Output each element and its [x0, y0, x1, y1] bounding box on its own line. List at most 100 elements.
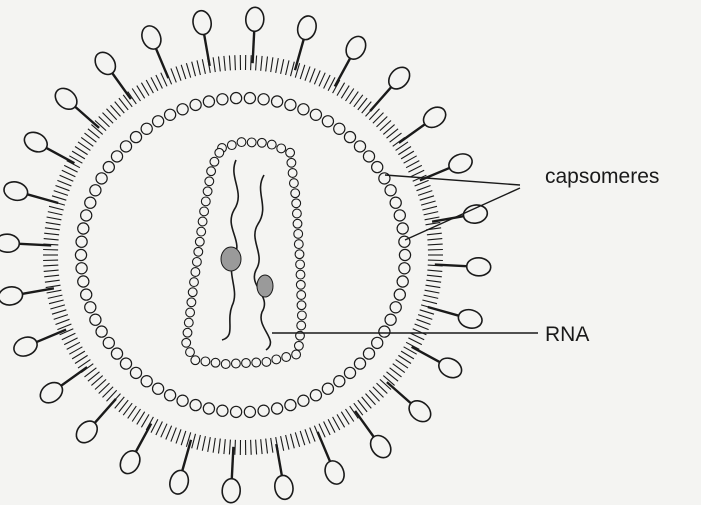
core-capsomere: [195, 237, 204, 246]
core-capsomere: [237, 138, 246, 147]
core-capsomere: [296, 270, 305, 279]
capsomere: [231, 93, 242, 104]
core-capsomere: [221, 360, 230, 369]
capsomere: [103, 337, 114, 348]
capsomere: [190, 400, 201, 411]
core-capsomere: [194, 247, 203, 256]
capsomere: [344, 132, 355, 143]
capsomere: [203, 96, 214, 107]
capsomere: [96, 173, 107, 184]
capsomere: [354, 358, 365, 369]
capsomere: [379, 326, 390, 337]
spike-knob: [222, 478, 241, 503]
capsomere: [165, 109, 176, 120]
capsomere: [217, 94, 228, 105]
capsomere: [344, 367, 355, 378]
capsomere: [75, 249, 86, 260]
core-capsomere: [258, 138, 267, 147]
capsomere: [397, 223, 408, 234]
capsomere: [111, 151, 122, 162]
core-capsomere: [272, 355, 281, 364]
envelope-hatch: [235, 440, 236, 455]
capsomere: [244, 93, 255, 104]
capsomere: [231, 406, 242, 417]
capsomere: [111, 348, 122, 359]
rna-label: RNA: [545, 323, 589, 346]
core-capsomere: [297, 321, 306, 330]
capsomere: [190, 99, 201, 110]
core-capsomere: [201, 357, 210, 366]
envelope-hatch: [235, 55, 236, 70]
core-capsomere: [227, 141, 236, 150]
core-capsomere: [296, 260, 305, 269]
enzyme-granule: [221, 247, 241, 271]
core-capsomere: [293, 219, 302, 228]
core-capsomere: [215, 148, 224, 157]
capsomere: [363, 348, 374, 359]
capsomere: [96, 326, 107, 337]
capsomere: [298, 395, 309, 406]
core-capsomere: [277, 144, 286, 153]
core-capsomere: [200, 207, 209, 216]
core-capsomere: [207, 167, 216, 176]
capsomere: [203, 403, 214, 414]
core-capsomere: [292, 199, 301, 208]
capsomere: [363, 151, 374, 162]
capsomere: [165, 390, 176, 401]
capsomere: [394, 289, 405, 300]
capsomere: [310, 390, 321, 401]
capsomere: [244, 406, 255, 417]
core-capsomere: [232, 359, 241, 368]
core-capsomere: [197, 227, 206, 236]
capsomere: [390, 197, 401, 208]
core-capsomere: [184, 318, 193, 327]
core-capsomere: [193, 258, 202, 267]
capsomere: [334, 376, 345, 387]
capsomere: [78, 223, 89, 234]
core-capsomere: [262, 358, 271, 367]
core-capsomere: [210, 157, 219, 166]
capsomere: [372, 337, 383, 348]
spike-knob: [466, 257, 491, 276]
core-capsomere: [295, 250, 304, 259]
core-capsomere: [191, 356, 200, 365]
core-capsomere: [183, 328, 192, 337]
core-capsomere: [297, 291, 306, 300]
capsomere: [379, 173, 390, 184]
core-capsomere: [294, 240, 303, 249]
capsomere: [272, 403, 283, 414]
core-capsomere: [287, 158, 296, 167]
core-capsomere: [198, 217, 207, 226]
core-capsomere: [282, 353, 291, 362]
spike-stalk: [232, 447, 234, 481]
envelope-hatch: [251, 440, 252, 455]
core-capsomere: [291, 189, 300, 198]
core-capsomere: [267, 140, 276, 149]
capsomere: [322, 116, 333, 127]
core-capsomere: [298, 311, 307, 320]
capsomere: [385, 185, 396, 196]
core-capsomere: [182, 338, 191, 347]
capsomere: [153, 116, 164, 127]
core-capsomere: [288, 169, 297, 178]
capsomere: [310, 109, 321, 120]
capsomere: [322, 383, 333, 394]
envelope-hatch: [251, 55, 252, 70]
core-capsomere: [186, 308, 195, 317]
capsomere: [76, 236, 87, 247]
capsomeres-label: capsomeres: [545, 165, 659, 188]
core-capsomere: [188, 288, 197, 297]
core-capsomere: [294, 230, 303, 239]
capsomere: [177, 104, 188, 115]
core-capsomere: [187, 298, 196, 307]
capsomere: [130, 367, 141, 378]
capsomere: [217, 405, 228, 416]
capsomere: [85, 302, 96, 313]
core-capsomere: [201, 197, 210, 206]
enzyme-granule: [257, 275, 273, 297]
capsomere: [103, 162, 114, 173]
core-capsomere: [203, 187, 212, 196]
capsomere: [81, 289, 92, 300]
